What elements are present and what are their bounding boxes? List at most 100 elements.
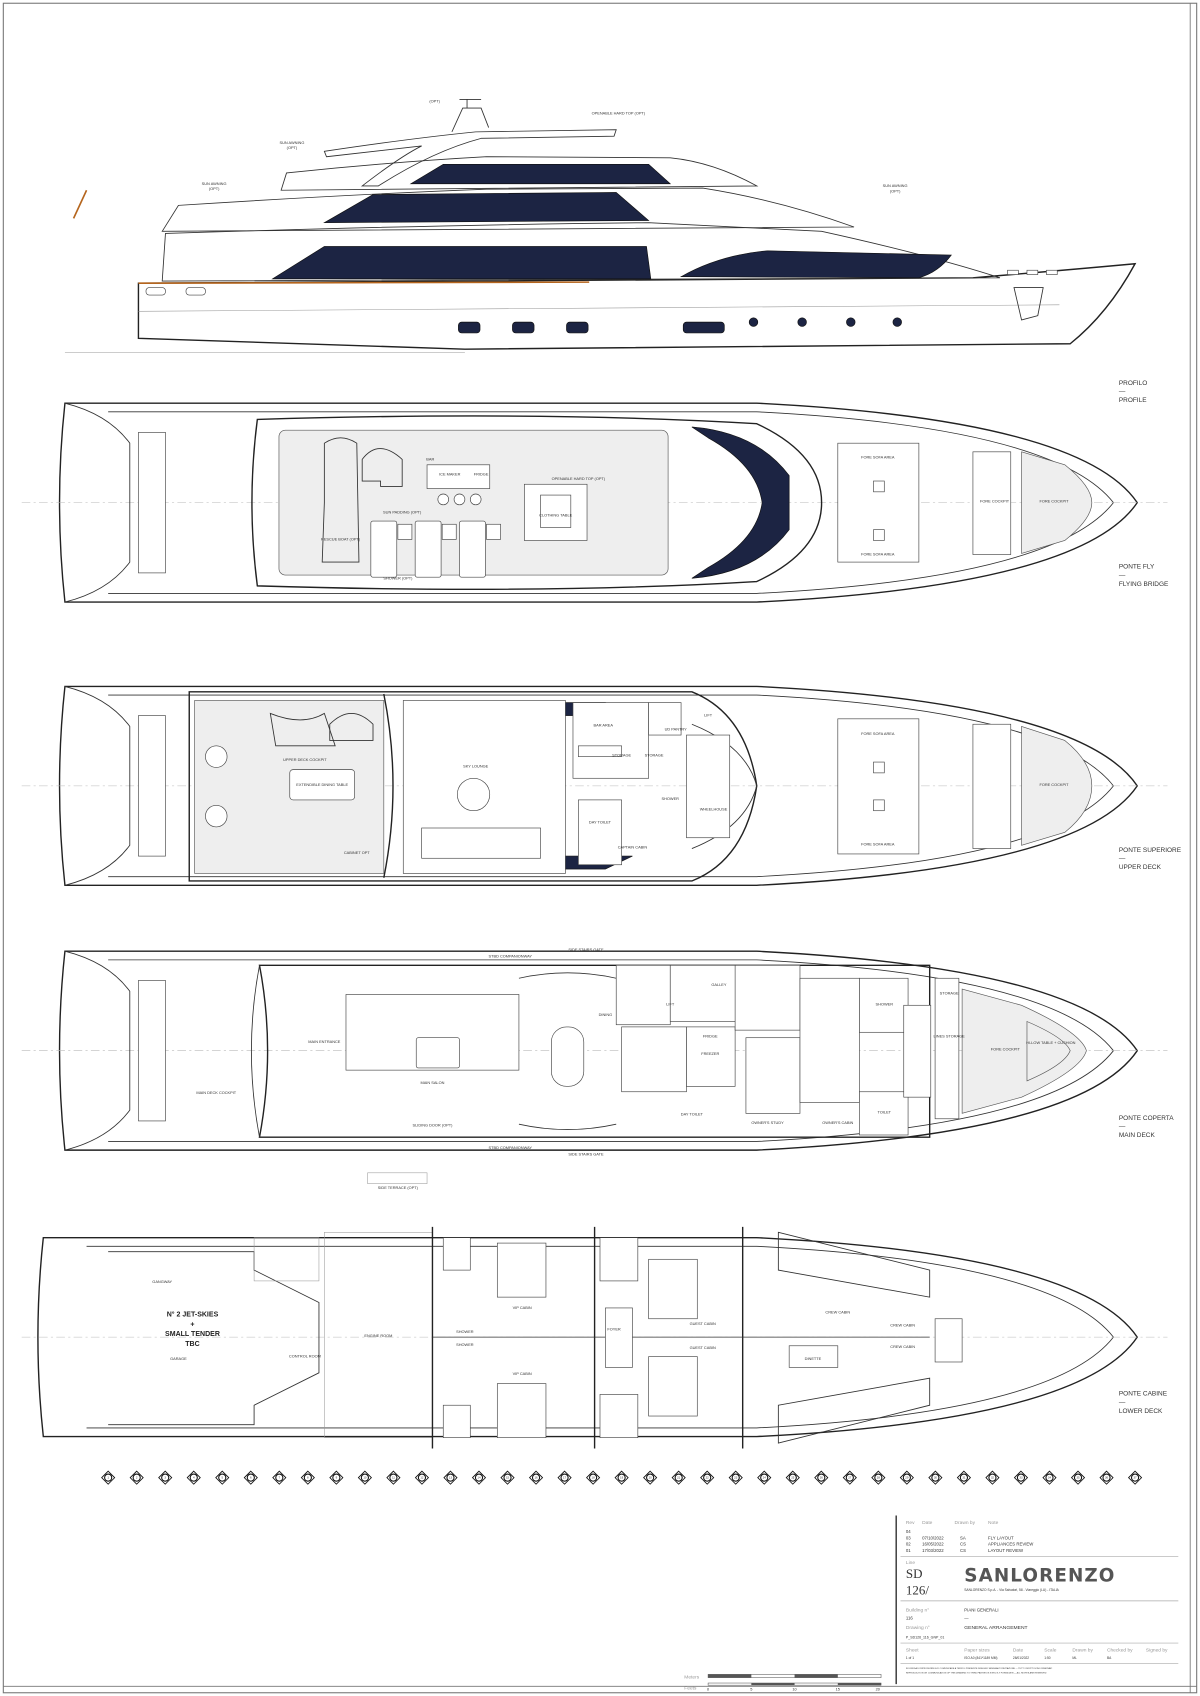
- lower-label: N° 2 JET-SKIES: [167, 1311, 219, 1319]
- fly-label: ICE MAKER: [439, 472, 461, 477]
- lower-label: GUEST CABIN: [690, 1345, 716, 1350]
- portholes: [458, 317, 902, 334]
- frame-marker-number: 16: [534, 1476, 538, 1480]
- upper-title-en: UPPER DECK: [1119, 864, 1162, 871]
- frame-marker: 3: [158, 1470, 173, 1485]
- hull-outline: [58, 950, 1139, 1151]
- scale-tick: 20: [876, 1687, 880, 1692]
- frame-marker: 16: [528, 1470, 544, 1485]
- stern-seating: [138, 715, 166, 857]
- upper-label: UPPER DECK COCKPIT: [283, 757, 327, 762]
- frame-marker: 34: [1042, 1470, 1057, 1485]
- svg-text:APPLIANCES REVIEW: APPLIANCES REVIEW: [988, 1542, 1034, 1547]
- scale-tick: 15: [836, 1687, 840, 1692]
- fly-title-en: FLYING BRIDGE: [1119, 581, 1169, 588]
- rub-rail: [138, 281, 590, 285]
- main-label: DINING: [599, 1012, 613, 1017]
- upper-title-it: PONTE SUPERIORE: [1119, 847, 1182, 854]
- profile-annotation: OPENABLE HARD TOP (OPT): [592, 111, 646, 116]
- scale-tick: 10: [792, 1687, 796, 1692]
- frame-marker: 35: [1070, 1470, 1086, 1485]
- fly-label: BAR: [426, 456, 434, 461]
- frame-marker-number: 9: [336, 1476, 338, 1480]
- stern-seating: [138, 432, 166, 574]
- frame-marker-number: 6: [250, 1476, 252, 1480]
- main-label: STBD COMPANIONWAY: [489, 1145, 533, 1150]
- frame-marker: 31: [956, 1470, 972, 1485]
- svg-text:Paper sizes: Paper sizes: [964, 1648, 990, 1654]
- main-label: FREEZER: [701, 1051, 719, 1056]
- main-label: DAY TOILET: [681, 1112, 704, 1117]
- drawing-title-en: GENERAL ARRANGEMENT: [964, 1625, 1027, 1631]
- frame-marker-number: 24: [763, 1476, 767, 1480]
- hull-outline: [37, 1236, 1139, 1438]
- frame-marker: 24: [757, 1470, 772, 1485]
- svg-text:07/10/2022: 07/10/2022: [922, 1535, 944, 1540]
- main-title-en: MAIN DECK: [1119, 1132, 1156, 1139]
- profile-title-it: PROFILO: [1119, 380, 1147, 387]
- frame-marker: 21: [671, 1470, 686, 1485]
- frame-marker: 19: [614, 1470, 629, 1485]
- profile-annotation: (OPT): [209, 186, 220, 191]
- main-title-it: PONTE COPERTA: [1119, 1115, 1174, 1122]
- stern-platform: [64, 950, 131, 1151]
- lower-label: TBC: [185, 1341, 199, 1348]
- frame-marker: 27: [842, 1470, 857, 1485]
- lower-label: GANGWAY: [152, 1279, 172, 1284]
- frame-marker: 30: [928, 1470, 943, 1485]
- profile-annotation: (OPT): [287, 145, 298, 150]
- main-label: SIDE STAIRS GATE: [568, 1152, 604, 1157]
- frame-marker-number: 25: [791, 1476, 795, 1480]
- footer-headers: Sheet Paper sizes Date Scale Drawn by Ch…: [906, 1648, 1168, 1654]
- title-dash: —: [964, 1615, 969, 1620]
- lower-label: FOYER: [607, 1327, 621, 1332]
- stern-platform: [64, 685, 131, 886]
- svg-text:28/01/2022: 28/01/2022: [1013, 1656, 1029, 1660]
- disclaimer: REPRODUCTION OR COMMUNICATION OF THIS DR…: [906, 1671, 1047, 1674]
- frame-marker-number: 28: [877, 1476, 881, 1480]
- lower-label: DINETTE: [805, 1356, 822, 1361]
- main-label: OWNER'S CABIN: [822, 1120, 853, 1125]
- main-label: MAIN ENTRANCE: [308, 1039, 340, 1044]
- lower-title-it: PONTE CABINE: [1119, 1390, 1168, 1397]
- frame-marker: 11: [386, 1470, 401, 1485]
- frame-marker-number: 31: [962, 1476, 966, 1480]
- frame-marker-number: 36: [1105, 1476, 1109, 1480]
- upper-label: FORE COCKPIT: [1039, 782, 1069, 787]
- dining-table: [551, 1026, 585, 1087]
- frame-marker-number: 19: [620, 1476, 624, 1480]
- profile-annotation: SUN AWNING: [202, 181, 227, 186]
- fly-label: RESCUE BOAT (OPT): [321, 536, 361, 541]
- frame-marker: 12: [414, 1470, 430, 1485]
- radar-mast: [451, 99, 490, 133]
- fly-label: SUN PADDING (OPT): [383, 509, 422, 514]
- drawing-number: P_SD126_116_GNP_01: [906, 1636, 944, 1640]
- upper-deck-windows: [323, 192, 650, 224]
- scale-tick: 5: [750, 1687, 752, 1692]
- frame-marker-number: 10: [363, 1476, 367, 1480]
- flying-bridge-hull: [21, 402, 1168, 603]
- frame-marker-number: 5: [221, 1476, 223, 1480]
- main-label: HI-LOW TABLE + CUSHION: [1026, 1040, 1075, 1045]
- svg-text:Scale: Scale: [1044, 1648, 1056, 1654]
- lower-label: VIP CABIN: [513, 1371, 532, 1376]
- frame-marker: 10: [357, 1470, 372, 1485]
- salon-table: [415, 1037, 460, 1069]
- frame-marker: 32: [985, 1470, 1000, 1485]
- frame-marker-number: 30: [934, 1476, 938, 1480]
- frame-marker-number: 21: [677, 1476, 681, 1480]
- frame-marker: 36: [1099, 1470, 1114, 1485]
- upper-deck-plan: UPPER DECK COCKPIT EXTENDIBLE DINING TAB…: [188, 691, 1182, 882]
- profile-annotation: (OPT): [429, 99, 440, 104]
- frame-marker: 7: [272, 1470, 287, 1485]
- scale-meters-label: Meters: [684, 1675, 699, 1681]
- upper-label: SHOWER: [662, 796, 680, 801]
- stern-flag: [72, 189, 88, 219]
- main-label: SLIDING DOOR (OPT): [413, 1122, 454, 1127]
- upper-label: STORAGE: [612, 753, 631, 758]
- lower-label: GARAGE: [170, 1356, 187, 1361]
- anchor-pocket: [1013, 287, 1044, 321]
- sunbed: [370, 520, 398, 578]
